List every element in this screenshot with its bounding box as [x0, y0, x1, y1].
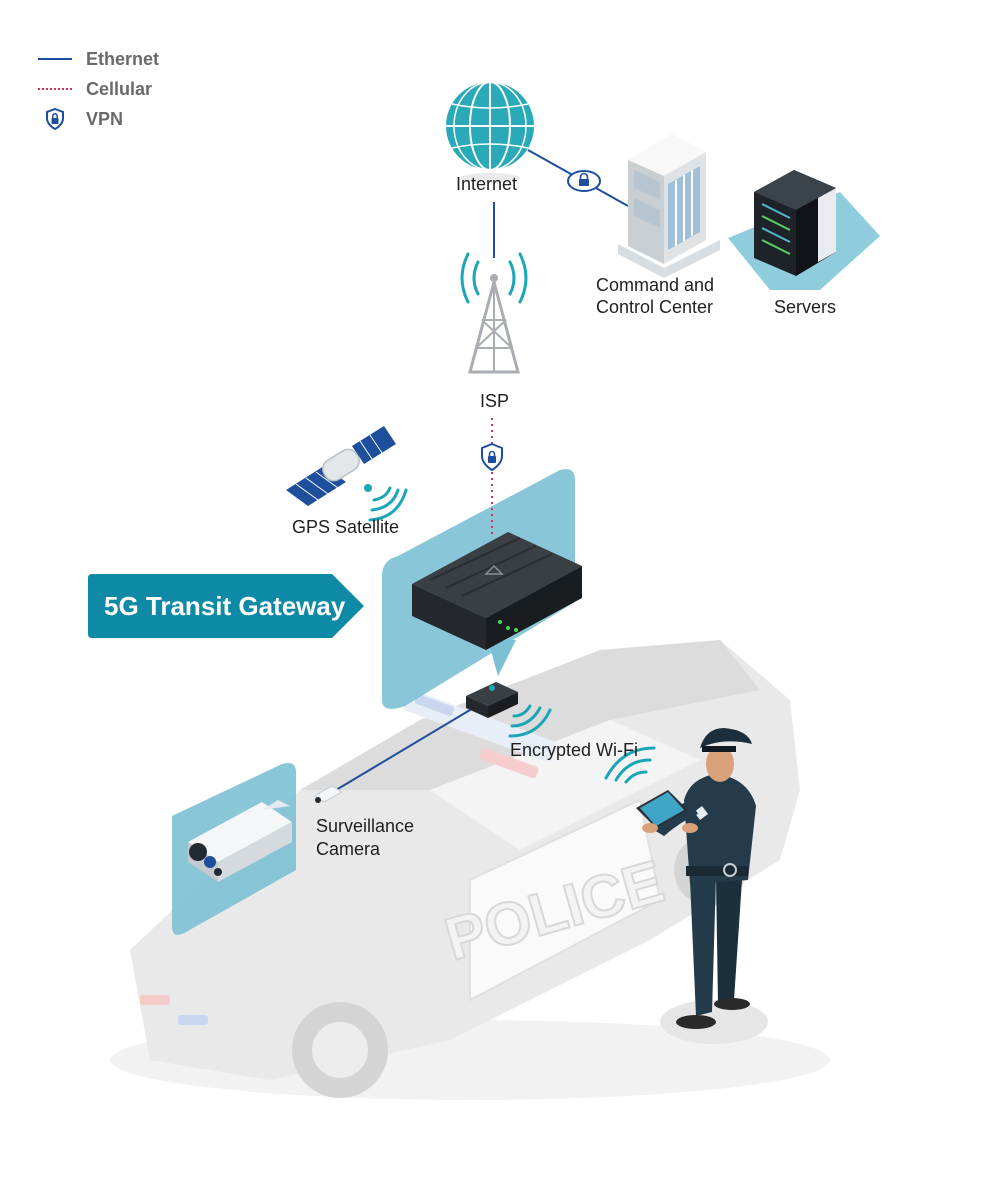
router-icon — [466, 682, 518, 718]
legend-ethernet: Ethernet — [38, 48, 159, 70]
lock-shield-icon — [481, 442, 503, 472]
internet-label: Internet — [456, 174, 518, 194]
satellite-icon — [286, 426, 396, 506]
command-center-label-line2: Control Center — [596, 297, 714, 317]
gateway-banner: 5G Transit Gateway — [88, 574, 364, 638]
gateway-banner-shape — [88, 574, 364, 638]
building-icon — [618, 134, 720, 278]
gps-satellite-label: GPS Satellite — [292, 517, 400, 537]
wifi-icon — [604, 746, 656, 784]
legend-vpn: VPN — [38, 108, 123, 130]
legend-cellular-label: Cellular — [86, 78, 153, 99]
wifi-icon — [460, 252, 528, 304]
servers-label: Servers — [774, 297, 837, 317]
legend-ethernet-label: Ethernet — [86, 48, 160, 69]
encrypted-wifi-label: Encrypted Wi-Fi — [510, 740, 639, 760]
lock-shield-icon — [38, 108, 72, 130]
server-rack-icon — [754, 170, 836, 276]
cell-tower-icon — [468, 274, 520, 374]
wifi-icon — [368, 486, 408, 522]
lock-shield-icon — [567, 170, 601, 192]
camera-router-ethernet-link — [325, 703, 481, 797]
router-icon — [412, 532, 582, 650]
surveillance-camera-label-line1: Surveillance — [316, 816, 415, 836]
surveillance-camera-label-line2: Camera — [316, 839, 381, 859]
cellular-line-swatch — [38, 88, 72, 90]
isp-label: ISP — [480, 391, 510, 411]
gateway-callout-pointer — [488, 640, 516, 676]
camera-icon — [188, 800, 292, 882]
ethernet-line-swatch — [38, 58, 72, 60]
camera-icon — [313, 785, 343, 803]
globe-icon — [446, 81, 534, 183]
police-officer-icon — [636, 728, 768, 1044]
legend-vpn-label: VPN — [86, 108, 124, 129]
legend-cellular: Cellular — [38, 78, 152, 100]
gateway-banner-label: 5G Transit Gateway — [104, 591, 346, 621]
command-center-label-line1: Command and — [596, 275, 715, 295]
wifi-icon — [508, 704, 552, 738]
